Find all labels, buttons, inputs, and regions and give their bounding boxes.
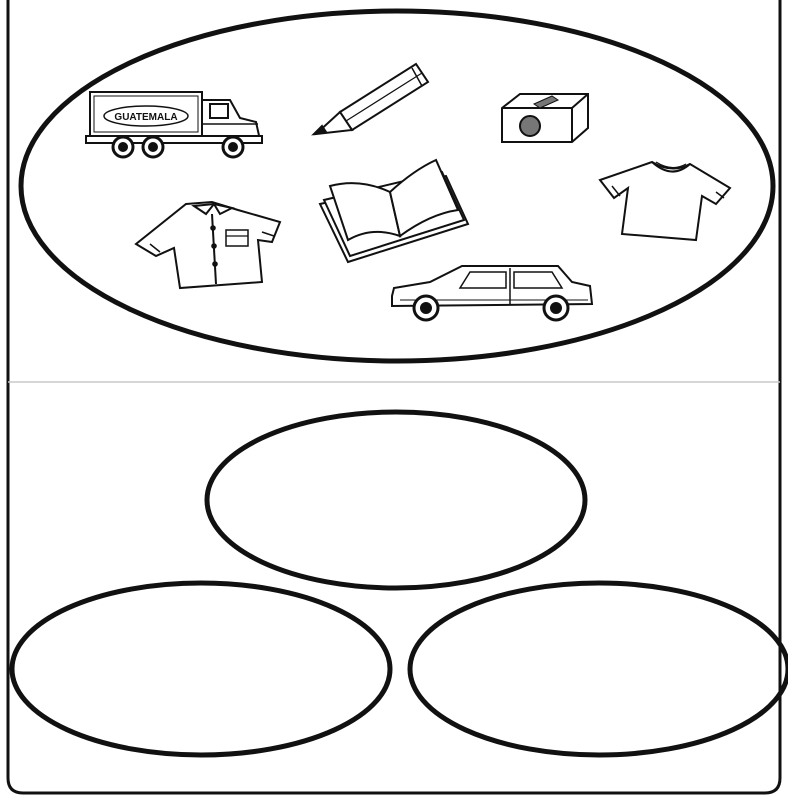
- group-ellipse-left[interactable]: [9, 580, 393, 758]
- pencil-icon: [311, 62, 430, 136]
- tshirt-icon: [598, 160, 732, 242]
- page-frame: [6, 0, 782, 795]
- source-ellipse: [18, 8, 776, 364]
- book-icon: [318, 158, 470, 264]
- group-ellipse-top[interactable]: [204, 409, 588, 591]
- shirt-icon: [134, 200, 282, 290]
- truck-icon: GUATEMALA: [85, 91, 263, 159]
- sharpener-icon: [501, 93, 589, 143]
- car-icon: [391, 265, 594, 322]
- group-ellipse-right[interactable]: [407, 580, 788, 758]
- truck-label: GUATEMALA: [114, 112, 177, 123]
